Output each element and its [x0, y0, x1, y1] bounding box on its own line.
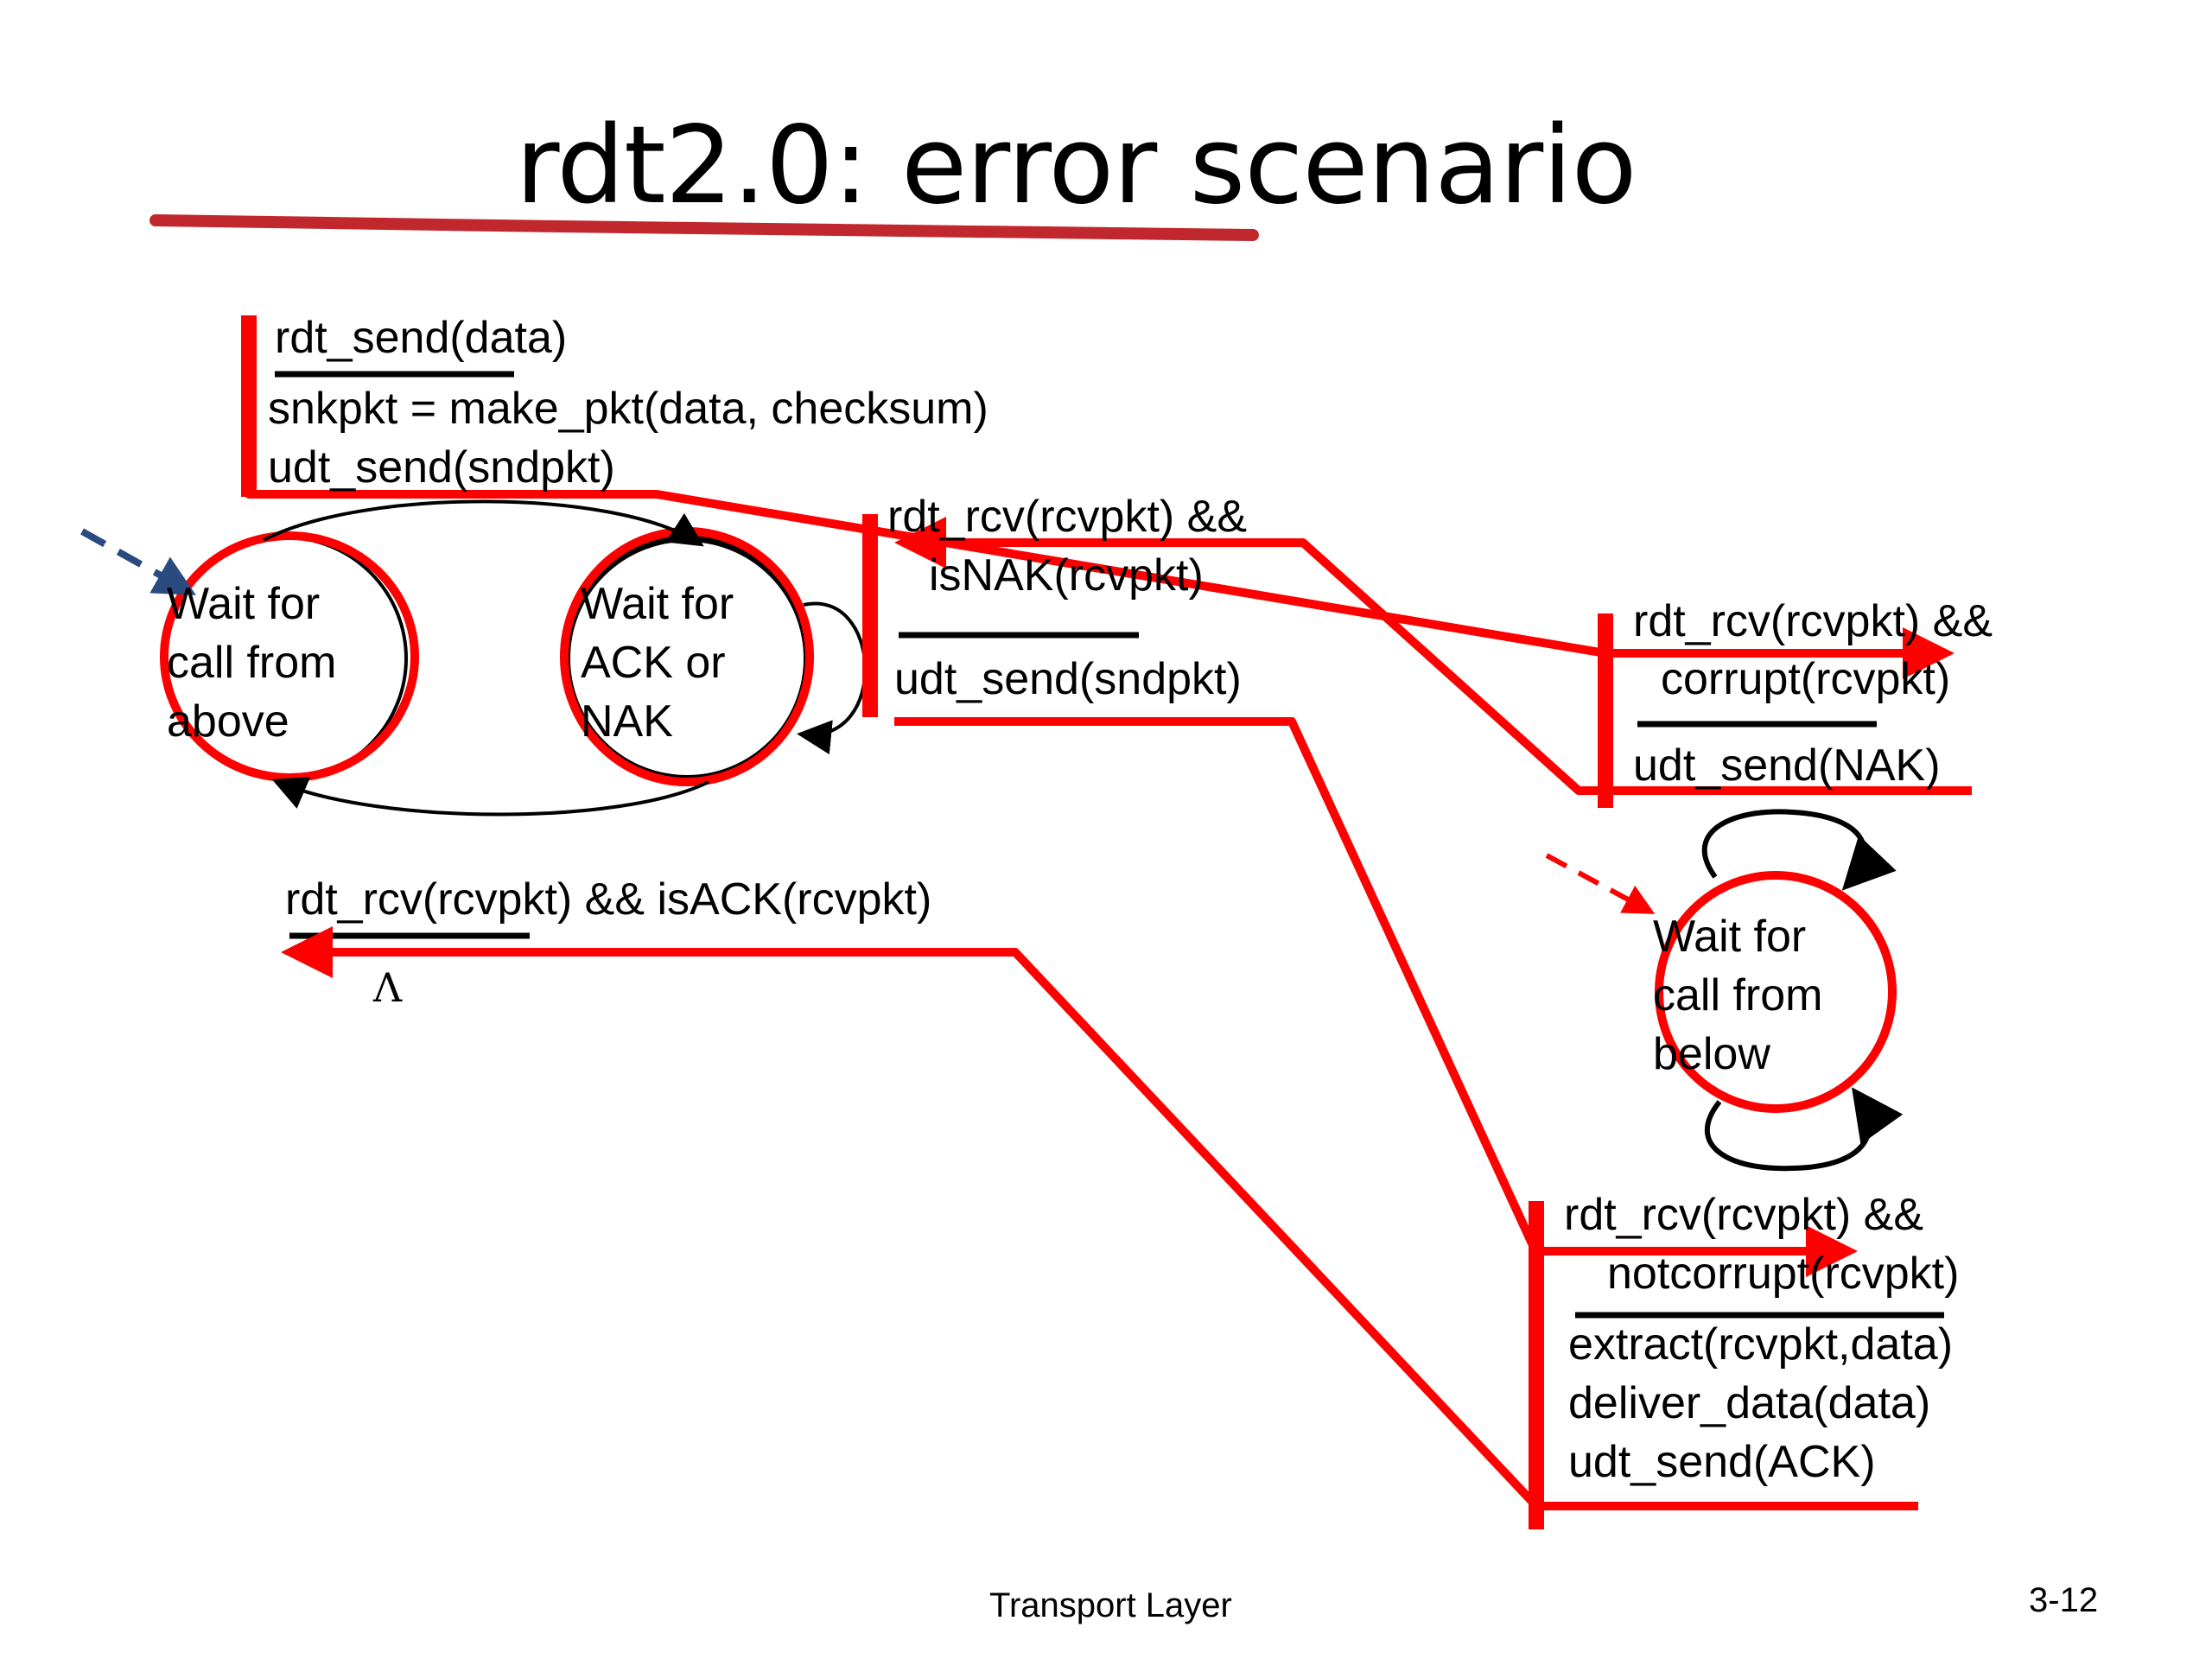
self-loop-below-bottom	[1704, 1087, 1904, 1172]
t5-event-1: rdt_rcv(rcvpkt) &&	[1564, 1190, 1924, 1240]
t1-action-2: udt_send(sndpkt)	[268, 442, 615, 493]
state-wait-call-above: Wait for call from above	[167, 575, 336, 751]
state-wait-call-above-line-2: call from	[167, 638, 337, 688]
initial-arrow-receiver	[1545, 853, 1656, 914]
t5-event-2: notcorrupt(rcvpkt)	[1607, 1249, 1960, 1299]
state-wait-ack-nak: Wait for ACK or NAK	[581, 575, 734, 751]
slide-title: rdt2.0: error scenario	[515, 104, 1637, 228]
arrow-ack-to-above	[271, 777, 709, 817]
state-wait-call-below-line-1: Wait for	[1653, 912, 1807, 962]
t1-event: rdt_send(data)	[275, 313, 568, 363]
footer-left: Transport Layer	[989, 1586, 1232, 1624]
state-wait-ack-nak-line-2: ACK or	[581, 638, 726, 688]
title-underline	[149, 214, 1259, 241]
state-wait-ack-nak-line-3: NAK	[581, 696, 673, 747]
t2-action: udt_send(sndpkt)	[894, 654, 1242, 704]
state-wait-call-above-line-1: Wait for	[167, 579, 321, 629]
t5-action-2: deliver_data(data)	[1568, 1378, 1931, 1428]
arrow-above-to-ack	[263, 499, 704, 547]
state-wait-call-below-line-2: call from	[1653, 970, 1823, 1020]
state-wait-call-below-circle	[1655, 871, 1897, 1113]
t1-action-1: snkpkt = make_pkt(data, checksum)	[268, 384, 988, 434]
t4-event-1: rdt_rcv(rcvpkt) &&	[1633, 596, 1993, 646]
t2-event-2: isNAK(rcvpkt)	[929, 550, 1204, 601]
t4-event-2: corrupt(rcvpkt)	[1661, 654, 1951, 704]
t5-action-3: udt_send(ACK)	[1568, 1437, 1876, 1487]
initial-arrow-sender	[80, 528, 196, 595]
state-wait-call-below: Wait for call from below	[1653, 907, 1822, 1084]
red-path-ack	[281, 926, 1918, 1510]
t2-event-1: rdt_rcv(rcvpkt) &&	[887, 492, 1248, 542]
self-loop-below-top	[1701, 809, 1897, 891]
state-wait-call-above-line-3: above	[167, 696, 289, 747]
footer-page-number: 3-12	[2029, 1581, 2099, 1619]
t3-event: rdt_rcv(rcvpkt) && isACK(rcvpkt)	[285, 874, 932, 925]
t3-action-lambda: Λ	[373, 964, 403, 1011]
state-wait-call-below-line-3: below	[1653, 1029, 1770, 1079]
t4-action: udt_send(NAK)	[1633, 741, 1941, 791]
t5-action-1: extract(rcvpkt,data)	[1568, 1319, 1954, 1370]
red-path-nak	[894, 517, 1972, 795]
state-wait-ack-nak-line-1: Wait for	[581, 579, 734, 629]
